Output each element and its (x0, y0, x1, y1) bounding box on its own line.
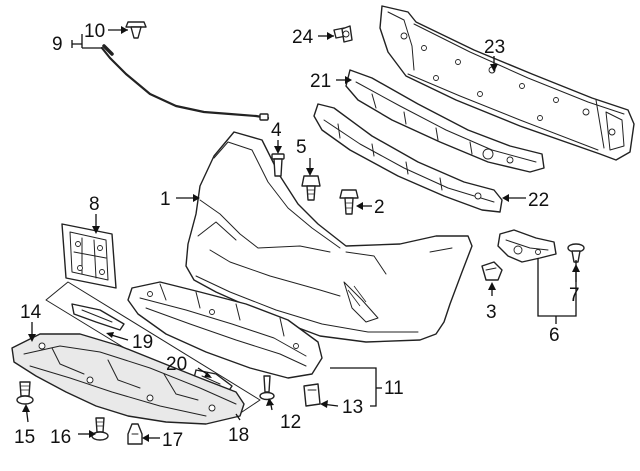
part-bolt-24 (333, 25, 353, 43)
part-screw-12 (259, 375, 275, 401)
callout-22: 22 (528, 190, 549, 211)
part-under-cover (11, 333, 245, 425)
part-lower-absorber (313, 103, 503, 213)
callout-20: 20 (166, 354, 187, 375)
callout-9: 9 (52, 34, 63, 55)
callout-11: 11 (384, 378, 404, 399)
callout-6: 6 (549, 325, 560, 346)
part-clip-10 (125, 21, 147, 39)
callout-19: 19 (132, 332, 153, 353)
callout-17: 17 (162, 430, 183, 451)
callout-7: 7 (569, 285, 580, 306)
callout-15: 15 (14, 427, 35, 448)
callout-12: 12 (280, 412, 301, 433)
part-reinforcement-beam (379, 5, 635, 161)
part-upper-absorber (345, 69, 545, 173)
part-push-clip-17 (127, 423, 143, 445)
callout-8: 8 (89, 194, 100, 215)
part-clip-13 (303, 383, 321, 407)
leader-lines (22, 26, 580, 442)
part-bolt-15 (16, 381, 34, 405)
part-push-clip-7 (567, 243, 585, 263)
callout-3: 3 (486, 302, 497, 323)
part-bolt-16 (91, 417, 109, 441)
part-side-bracket (497, 229, 557, 263)
callout-23: 23 (484, 37, 505, 58)
part-bumper-cover (185, 131, 473, 343)
callout-5: 5 (296, 137, 307, 158)
callout-24: 24 (292, 27, 314, 48)
callout-1: 1 (160, 189, 171, 210)
callout-4: 4 (271, 120, 282, 141)
callout-18: 18 (228, 425, 249, 446)
part-lower-support-19 (71, 303, 125, 331)
part-molding-strip (100, 44, 270, 121)
part-screw-5 (301, 175, 321, 201)
part-screw-2 (339, 189, 359, 215)
callout-10: 10 (84, 21, 105, 42)
part-license-bracket (61, 223, 117, 289)
part-grommet-3 (481, 261, 503, 281)
callout-21: 21 (310, 71, 331, 92)
part-lower-deflector (127, 281, 323, 379)
callout-13: 13 (342, 397, 363, 418)
callout-16: 16 (50, 427, 71, 448)
callout-14: 14 (20, 302, 42, 323)
callout-2: 2 (374, 197, 385, 218)
callout-labels: 9 10 24 23 21 4 5 1 2 22 8 3 7 6 14 19 2… (14, 21, 580, 451)
